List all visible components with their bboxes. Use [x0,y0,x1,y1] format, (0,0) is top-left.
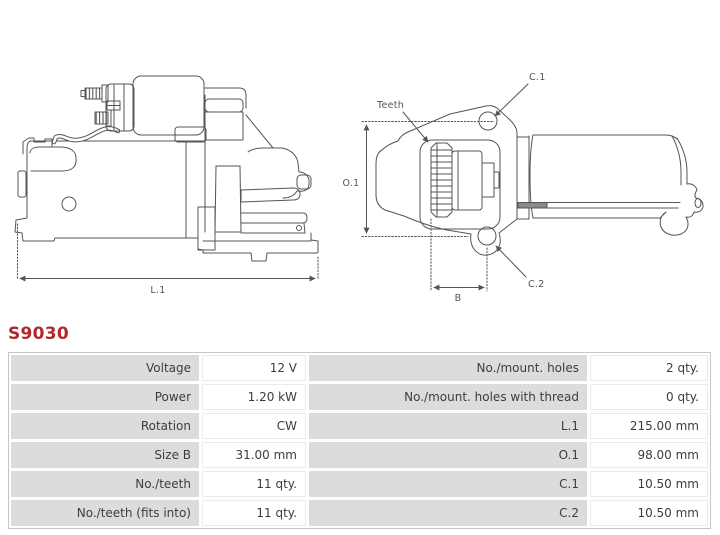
spec-table: Voltage 12 V No./mount. holes 2 qty. Pow… [8,352,711,529]
side-view-drawing: L.1 [14,75,319,296]
terminal-stud [94,111,109,125]
mounting-hole [61,196,77,212]
spec-value-left: 12 V [202,355,306,381]
technical-drawing: L.1 O.1 [14,72,704,304]
spec-label-right: C.2 [309,500,587,526]
terminal-stud [84,87,103,100]
spec-value-right: 10.50 mm [590,471,708,497]
spec-value-left: 11 qty. [202,471,306,497]
label-teeth: Teeth [376,100,404,111]
spec-label-right: L.1 [309,413,587,439]
dim-label-b: B [455,293,462,304]
spec-value-right: 10.50 mm [590,500,708,526]
spec-value-left: 31.00 mm [202,442,306,468]
spec-value-right: 98.00 mm [590,442,708,468]
shaft-bolt [517,202,548,209]
spec-value-left: 1.20 kW [202,384,306,410]
pinion-gear [430,142,453,218]
dim-label-c2: C.2 [528,279,545,290]
solenoid-body [132,75,205,136]
spec-label-right: No./mount. holes [309,355,587,381]
spec-label-right: C.1 [309,471,587,497]
mount-hole-c2 [477,226,497,246]
spec-value-right: 0 qty. [590,384,708,410]
spec-label-left: Voltage [11,355,199,381]
spec-value-right: 215.00 mm [590,413,708,439]
spec-value-right: 2 qty. [590,355,708,381]
dim-label-o1: O.1 [342,178,359,189]
end-view-drawing: O.1 B Teeth C.1 C.2 [342,72,704,304]
starter-motor-diagram: L.1 O.1 [14,72,704,304]
spec-label-right: O.1 [309,442,587,468]
solenoid-cap [105,83,135,132]
part-number: S9030 [8,324,70,344]
spec-label-right: No./mount. holes with thread [309,384,587,410]
spec-value-left: 11 qty. [202,500,306,526]
spec-label-left: Rotation [11,413,199,439]
spec-label-left: No./teeth (fits into) [11,500,199,526]
dim-label-c1: C.1 [529,72,546,83]
spec-label-left: Power [11,384,199,410]
spec-label-left: Size B [11,442,199,468]
dim-label-l1: L.1 [150,285,165,296]
spec-value-left: CW [202,413,306,439]
spec-label-left: No./teeth [11,471,199,497]
